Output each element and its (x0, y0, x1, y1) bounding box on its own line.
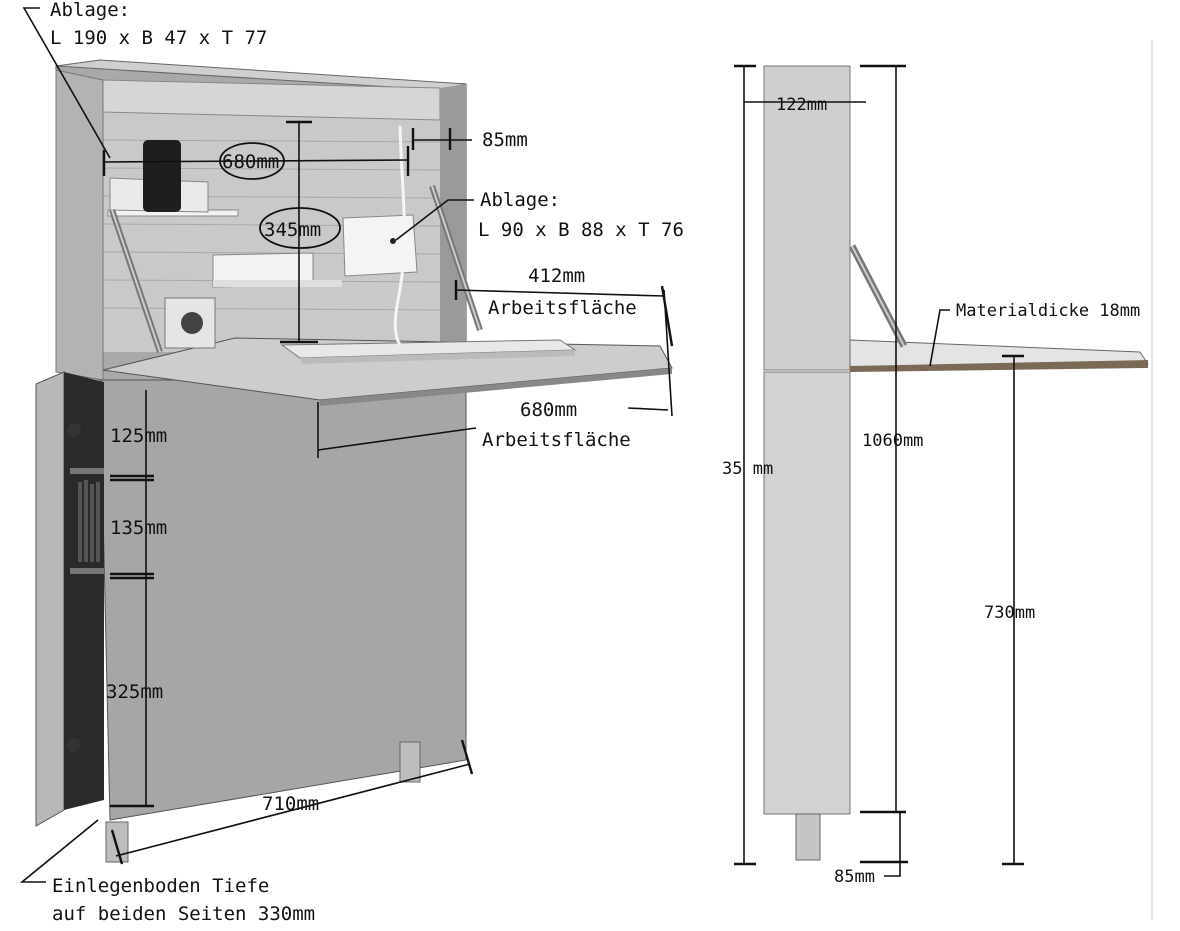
side-dimension-lines (734, 64, 1024, 877)
work-width-label: Arbeitsfläche (482, 429, 631, 451)
front-labels: Ablage: L 190 x B 47 x T 77 680mm 85mm 3… (50, 0, 684, 925)
front-cabinet-illustration (35, 59, 673, 863)
depth-shelf-label: 85mm (482, 129, 528, 151)
shelf-depth-line1: Einlegenboden Tiefe (52, 875, 269, 897)
work-width-value: 680mm (520, 399, 577, 421)
shelf-125-label: 125mm (110, 425, 167, 447)
side-labels: 122mm 35 mm 1060mm Materialdicke 18mm 73… (722, 95, 1140, 887)
shelf-325-label: 325mm (106, 681, 163, 703)
ablage-mid-dims: L 90 x B 88 x T 76 (478, 219, 684, 241)
side-view-illustration (763, 40, 1153, 920)
work-depth-value: 412mm (528, 265, 585, 287)
height-1060-label: 1060mm (862, 431, 923, 451)
shelf-depth-line2: auf beiden Seiten 330mm (52, 903, 315, 925)
leg-height-label: 85mm (834, 867, 875, 887)
desk-height-label: 730mm (984, 603, 1035, 623)
front-dimension-lines (19, 7, 674, 883)
shelf-135-label: 135mm (110, 517, 167, 539)
ablage-top-title: Ablage: (50, 0, 130, 21)
ablage-mid-title: Ablage: (480, 189, 560, 211)
work-depth-label: Arbeitsfläche (488, 297, 637, 319)
side-depth-label: 122mm (776, 95, 827, 115)
material-label: Materialdicke 18mm (956, 301, 1140, 321)
base-width-label: 710mm (262, 793, 319, 815)
width-inner-label: 680mm (222, 151, 279, 173)
total-height-label: 35 mm (722, 459, 773, 479)
ablage-top-dims: L 190 x B 47 x T 77 (50, 27, 267, 49)
height-inner-label: 345mm (264, 219, 321, 241)
